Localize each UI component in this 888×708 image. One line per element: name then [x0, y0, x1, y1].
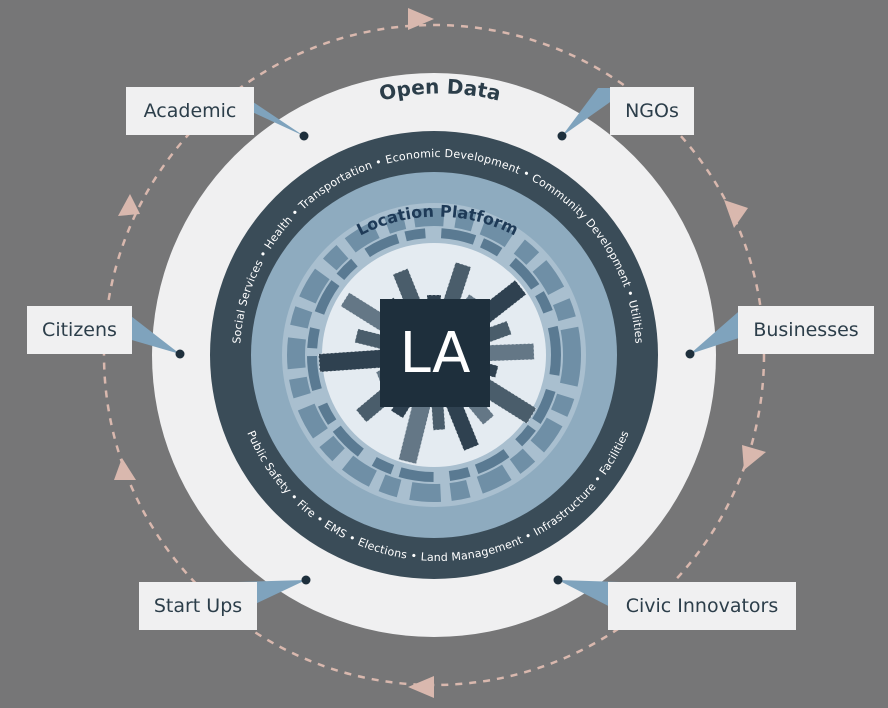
center-la-box: LA [380, 299, 490, 407]
stakeholder-businesses: Businesses [738, 306, 874, 354]
cycle-arrow-lower-right [742, 445, 766, 470]
stakeholder-ngos: NGOs [610, 87, 694, 135]
dot-ngos [558, 132, 567, 141]
cycle-arrow-lower-left [114, 458, 136, 480]
dot-start-ups [302, 576, 311, 585]
cycle-arrow-top [408, 8, 434, 30]
dot-civic-innovators [554, 576, 563, 585]
stakeholder-civic-innovators: Civic Innovators [608, 582, 796, 630]
dot-academic [300, 132, 309, 141]
cycle-arrow-bottom [408, 676, 434, 698]
cycle-arrow-upper-left [118, 194, 140, 216]
stakeholder-academic: Academic [126, 87, 254, 135]
cycle-arrow-upper-right [724, 200, 748, 228]
stakeholder-start-ups: Start Ups [139, 582, 257, 630]
dot-citizens [176, 350, 185, 359]
dot-businesses [686, 350, 695, 359]
stakeholder-citizens: Citizens [27, 306, 132, 354]
